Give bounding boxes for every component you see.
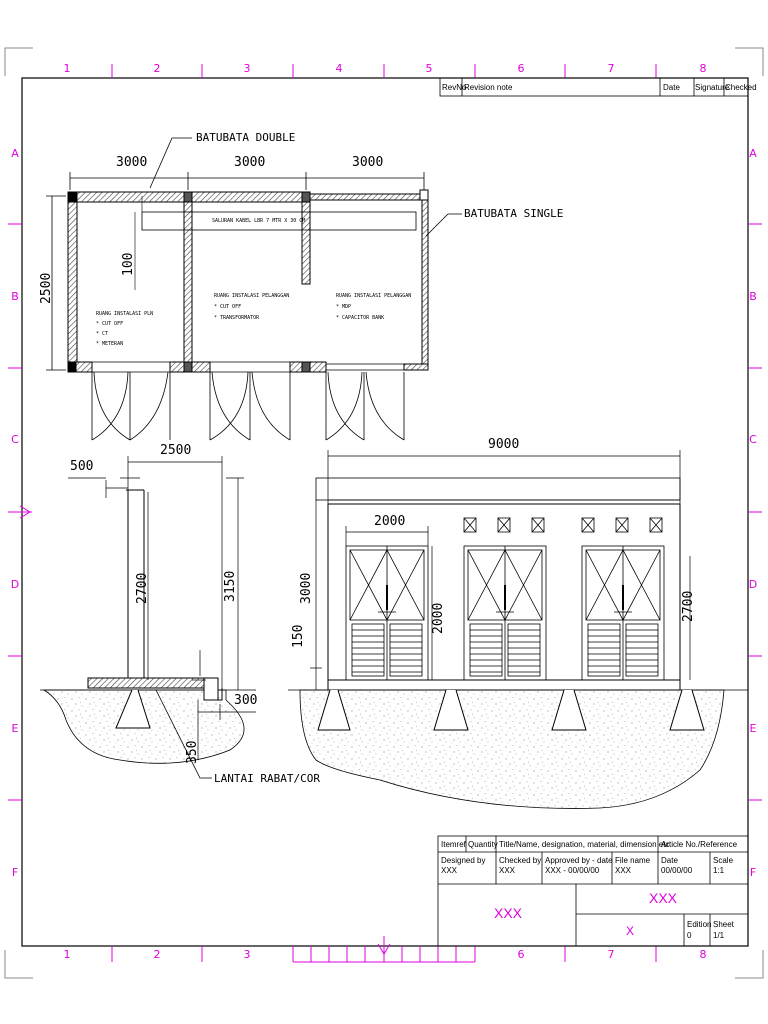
tb-sheet-label: Sheet xyxy=(713,920,734,929)
section-dim-overhang: 500 xyxy=(70,459,94,474)
zone-col-1-bottom: 1 xyxy=(63,948,71,961)
zone-col-4: 4 xyxy=(335,62,343,75)
plan-dim-3: 3000 xyxy=(352,155,384,170)
room3-item-2: * CAPACITOR BANK xyxy=(336,315,385,321)
tb-scale-label: Scale xyxy=(713,856,734,865)
tb-drawing-number: X xyxy=(626,924,635,938)
checked-header: Checked xyxy=(725,83,757,92)
elevation-dim-door-height: 2000 xyxy=(431,602,446,634)
drawing-frame xyxy=(21,77,749,947)
zone-col-3-bottom: 3 xyxy=(243,948,251,961)
tb-designed-label: Designed by xyxy=(441,856,486,865)
zone-row-f-right: F xyxy=(749,866,757,879)
section-dim-footing-depth: 350 xyxy=(185,740,200,764)
zone-row-f: F xyxy=(11,866,19,879)
label-floor: LANTAI RABAT/COR xyxy=(214,772,320,785)
zone-col-7-bottom: 7 xyxy=(607,948,615,961)
room1-title: RUANG INSTALASI PLN xyxy=(96,311,154,317)
tb-scale-value: 1:1 xyxy=(713,866,725,875)
tb-filename-value: XXX xyxy=(615,866,632,875)
plan-dim-1: 3000 xyxy=(116,155,148,170)
tb-edition-value: 0 xyxy=(687,931,692,940)
title-block-lines xyxy=(437,835,749,947)
tb-itemref: Itemref xyxy=(441,840,466,849)
zone-row-e-right: E xyxy=(749,722,757,735)
trim-marks xyxy=(4,47,764,979)
tb-approved-label: Approved by - date xyxy=(545,856,613,865)
tb-article-header: Article No./Reference xyxy=(661,840,738,849)
plan-dim-side: 2500 xyxy=(39,272,54,304)
room1-item-3: * METERAN xyxy=(96,341,124,347)
room2-item-2: * TRANSFORMATOR xyxy=(214,315,260,321)
cable-note: SALURAN KABEL LBR 7 MTR X 30 CM xyxy=(212,218,306,224)
section-dim-total-height: 3150 xyxy=(223,570,238,602)
tb-designed-value: XXX xyxy=(441,866,458,875)
tb-edition-label: Edition xyxy=(687,920,712,929)
zone-row-b-right: B xyxy=(749,290,757,303)
label-batubata-double: BATUBATA DOUBLE xyxy=(196,131,296,144)
zone-row-c-right: C xyxy=(749,433,757,446)
tb-sheet-value: 1/1 xyxy=(713,931,725,940)
zone-col-6-bottom: 6 xyxy=(517,948,525,961)
tb-drawing-title: XXX xyxy=(649,890,678,906)
elevation-dim-height: 3000 xyxy=(299,572,314,604)
tb-quantity: Quantity xyxy=(468,840,498,849)
room1-item-1: * CUT OFF xyxy=(96,321,124,327)
zone-row-c: C xyxy=(11,433,19,446)
zone-ticks xyxy=(8,64,762,963)
section-dim-inner-height: 2700 xyxy=(135,572,150,604)
tb-company: XXX xyxy=(494,905,523,921)
tb-title-header: Title/Name, designation, material, dimen… xyxy=(499,840,670,849)
tb-date-value: 00/00/00 xyxy=(661,866,693,875)
revision-note-header: Revision note xyxy=(464,83,513,92)
zone-col-6: 6 xyxy=(517,62,525,75)
zone-col-8: 8 xyxy=(699,62,707,75)
zone-col-2-bottom: 2 xyxy=(153,948,161,961)
cross-section xyxy=(40,456,256,779)
tb-filename-label: File name xyxy=(615,856,651,865)
tb-approved-value: XXX - 00/00/00 xyxy=(545,866,600,875)
label-batubata-single: BATUBATA SINGLE xyxy=(464,207,564,220)
elevation-dim-width: 9000 xyxy=(488,437,520,452)
elevation-dim-plinth: 150 xyxy=(291,624,306,648)
floor-plan xyxy=(46,137,462,441)
section-dim-footing-width: 300 xyxy=(234,693,258,708)
room3-title: RUANG INSTALASI PELANGGAN xyxy=(336,293,412,299)
zone-row-e: E xyxy=(11,722,19,735)
zone-col-5: 5 xyxy=(425,62,433,75)
zone-col-3: 3 xyxy=(243,62,251,75)
plan-dim-inner: 100 xyxy=(121,252,136,276)
rev-date-header: Date xyxy=(663,83,680,92)
zone-row-a: A xyxy=(11,147,19,160)
zone-row-d-right: D xyxy=(748,578,758,591)
section-dim-width: 2500 xyxy=(160,443,192,458)
elevation-dim-door-width: 2000 xyxy=(374,514,406,529)
room2-title: RUANG INSTALASI PELANGGAN xyxy=(214,293,290,299)
tb-checked-label: Checked by xyxy=(499,856,542,865)
elevation-dim-right: 2700 xyxy=(681,590,696,622)
room1-item-2: * CT xyxy=(96,331,109,337)
zone-row-d: D xyxy=(10,578,20,591)
room2-item-1: * CUT OFF xyxy=(214,304,242,310)
zone-col-2: 2 xyxy=(153,62,161,75)
zone-col-7: 7 xyxy=(607,62,615,75)
plan-dim-2: 3000 xyxy=(234,155,266,170)
zone-col-1: 1 xyxy=(63,62,71,75)
zone-col-8-bottom: 8 xyxy=(699,948,707,961)
tb-date-label: Date xyxy=(661,856,678,865)
signature-header: Signature xyxy=(695,83,730,92)
room3-item-1: * MDP xyxy=(336,304,352,310)
rev-no-header: RevNo xyxy=(442,83,467,92)
front-elevation xyxy=(288,450,748,809)
zone-row-a-right: A xyxy=(749,147,757,160)
revision-table-lines xyxy=(439,77,749,97)
zone-row-b: B xyxy=(11,290,19,303)
tb-checked-value: XXX xyxy=(499,866,516,875)
